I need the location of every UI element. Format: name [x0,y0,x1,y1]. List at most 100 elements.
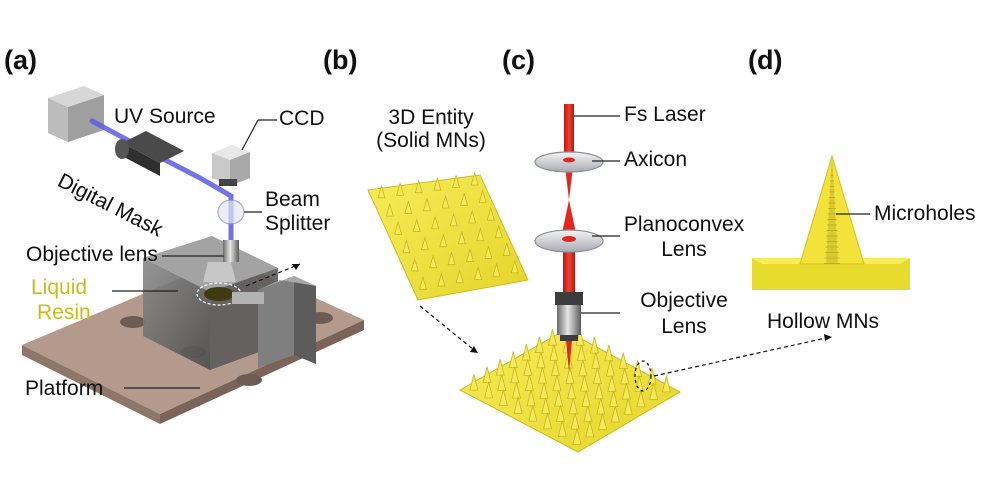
needle [534,336,544,354]
needle [524,374,534,392]
panel-b-illustration [367,171,529,353]
needle [554,390,564,407]
beam-splitter [217,199,245,225]
needle [497,374,507,391]
needle [618,352,628,370]
needle-base [752,258,910,290]
panel-label-b: (b) [323,45,358,75]
planoconvex-label-line2: Lens [661,238,707,261]
needle [521,344,531,361]
needle [598,413,608,430]
beam-splitter-label-line2: Splitter [265,212,331,235]
needle [429,254,438,269]
planoconvex-lens-element [534,229,604,253]
needle [431,215,440,230]
needle [609,390,619,408]
needle [552,374,562,392]
axicon-element [534,151,604,173]
needle [526,389,536,407]
ccd-label: CCD [279,107,325,130]
needle [649,383,659,400]
microholes [824,169,840,264]
needle [420,236,429,251]
panel-label-d: (d) [748,45,783,75]
panel-label-c: (c) [502,45,535,75]
microholes-label: Microholes [874,202,976,225]
needle [469,374,479,391]
needle [447,251,456,266]
axicon-label: Axicon [624,148,688,171]
solid-mn-array [367,174,529,301]
needle [482,366,492,384]
needle [621,383,631,400]
needle [410,257,419,272]
needle [572,428,582,445]
solid-needles [377,171,519,290]
objective-lens-c [555,292,583,341]
needle [486,206,495,221]
needle [647,368,657,385]
needle [414,179,423,194]
needle [492,262,501,277]
needle [523,359,533,376]
panel-d-illustration [752,154,910,290]
needle [494,224,503,239]
needle [396,181,405,196]
needle [484,381,494,399]
needle [579,375,590,392]
needle [550,359,560,377]
needle [468,209,477,224]
needle [441,194,450,209]
needle [484,245,493,259]
entity-label-line2: (Solid MNs) [376,129,486,152]
needle [623,398,633,415]
needle [557,420,567,438]
needle [511,382,521,399]
needle [549,344,559,361]
needle [620,367,630,385]
needle [470,171,479,186]
needle [568,397,578,415]
needle [508,351,518,369]
needle [439,233,448,248]
needle [513,397,523,414]
panel-a-leaders [112,119,277,389]
needle [502,241,511,256]
needle [585,420,595,438]
needle [422,197,431,212]
planoconvex-label-line1: Planoconvex [623,213,745,236]
hollow-needles [469,321,671,445]
needle [402,239,411,254]
needle [605,360,615,377]
needle [543,412,553,430]
zoom-marker [634,360,652,392]
uv-source-box [48,86,104,142]
needle [412,218,421,232]
arrow-c-to-d [653,337,827,377]
ccd-camera [212,145,250,186]
liquid-resin-label-line1: Liquid [31,276,88,299]
needle [498,389,508,407]
needle [510,366,520,384]
needle [460,191,469,206]
objective-label-c-line1: Objective [640,289,728,312]
needle [478,189,487,204]
needle [452,174,461,189]
needle [596,398,606,415]
panel-a-illustration [22,86,364,424]
needle [565,367,575,384]
needle [607,375,617,392]
needle [634,375,644,393]
needle [377,184,386,199]
needle [385,202,394,217]
z-stage [232,276,316,368]
needle [495,359,505,376]
beam-splitter-label-line1: Beam [265,188,320,211]
entity-label-line1: 3D Entity [388,106,474,129]
needle [536,351,546,369]
needle [394,220,403,235]
needle [578,359,588,377]
needle [576,344,586,362]
needle [537,367,547,384]
needle [567,382,577,400]
